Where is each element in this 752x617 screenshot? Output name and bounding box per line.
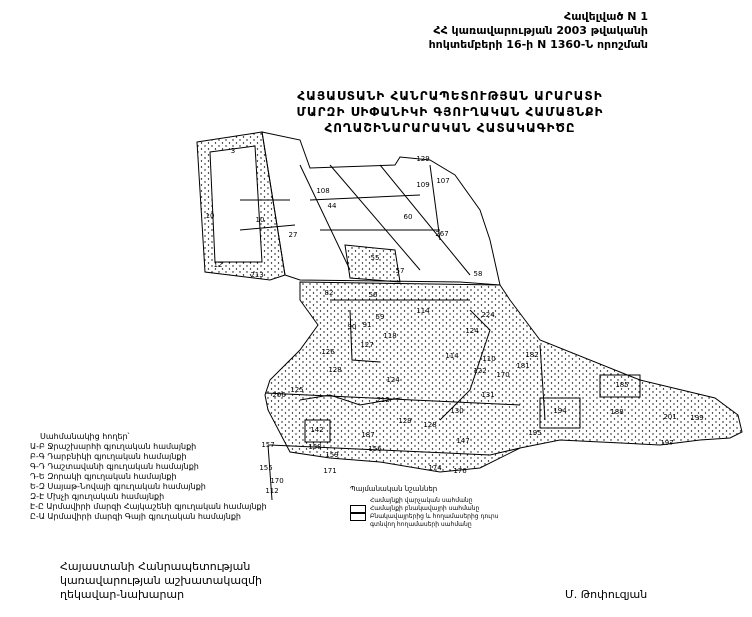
parcel-number-label: 131 [481, 391, 494, 399]
boundary-symbol [350, 513, 366, 521]
parcel-number-label: 157 [261, 441, 274, 449]
parcel-number-label: 267 [435, 230, 448, 238]
parcel-number-label: 125 [290, 386, 303, 394]
symbol-label: Բնակավայրերից և հողամասերից դուրս [370, 513, 499, 520]
legend-item: Զ-Է Մխչի գյուղական համայնքի [30, 492, 165, 501]
parcel-number-label: 27 [289, 231, 298, 239]
parcel-number-label: 194 [553, 407, 567, 415]
parcel-number-label: 224 [481, 311, 495, 319]
parcel-number-label: 82 [325, 289, 334, 297]
annex-decree: ՀՀ կառավարության 2003 թվականի [433, 24, 648, 37]
parcel-number-label: 181 [516, 362, 529, 370]
legend-heading: Սահմանակից հողեր՝ [40, 432, 130, 441]
parcel-number-label: 59 [376, 313, 385, 321]
parcel-number-label: 126 [321, 348, 335, 356]
parcel-number-label: 197 [660, 439, 673, 447]
signer-name: Մ. Թոփուզյան [565, 588, 648, 601]
legend-item: Է-Ը Արմավիրի մարզի Հայկաշենի գյուղական հ… [30, 502, 267, 511]
parcel-number-label: 124 [386, 376, 400, 384]
symbols-heading: Պայմանական նշաններ [350, 485, 438, 493]
legend-item: Գ-Դ Դաշտավանի գյուղական համայնքի [30, 462, 199, 471]
parcel-number-label: 12 [214, 261, 223, 269]
parcel-number-label: 108 [316, 187, 329, 195]
parcel-number-label: 10 [206, 212, 215, 220]
map-symbols-legend: Պայմանական նշաններ Համայնքի վարչական սահ… [350, 485, 498, 529]
parcel-number-label: 199 [690, 414, 703, 422]
parcel-number-label: 44 [328, 202, 337, 210]
parcel-number-label: 201 [663, 413, 676, 421]
title-line: ՄԱՐԶԻ ՍԻՓԱՆԻԿԻ ԳՅՈՒՂԱԿԱՆ ՀԱՄԱՅՆՔԻ [296, 105, 604, 119]
parcel-number-label: 107 [436, 177, 449, 185]
parcel-number-label: 122 [473, 367, 486, 375]
parcel-number-label: 170 [270, 477, 283, 485]
annex-date: հոկտեմբերի 16-ի N 1360-Ն որոշման [428, 38, 648, 51]
parcel-number-label: 159 [325, 451, 338, 459]
map-parcel [261, 131, 501, 286]
parcel-number-label: 60 [404, 213, 413, 221]
parcel-number-label: 155 [259, 464, 272, 472]
adjacent-lands-legend: Սահմանակից հողեր՝ Ա-Բ Ջրաշխարհի գյուղակա… [30, 432, 267, 522]
parcel-number-label: 124 [465, 327, 479, 335]
signature-block: Հայաստանի Հանրապետության կառավարության ա… [60, 560, 262, 602]
parcel-number-label: 10 [256, 216, 265, 224]
legend-item: Դ-Ե Զորակի գյուղական համայնքի [30, 472, 177, 481]
parcel-number-label: 188 [610, 408, 623, 416]
parcel-number-label: 118 [383, 332, 396, 340]
parcel-number-label: 158 [308, 443, 321, 451]
title-line: ՀԱՅԱՍՏԱՆԻ ՀԱՆՐԱՊԵՏՈՒԹՅԱՆ ԱՐԱՐԱՏԻ [297, 89, 603, 103]
symbol-label: Համայնքի բնակավայրի սահմանը [370, 505, 480, 512]
parcel-number-label: 112 [265, 487, 278, 495]
parcel-number-label: 3 [231, 147, 235, 155]
parcel-number-label: 128 [423, 421, 436, 429]
signer-title: կառավարության աշխատակազմի [60, 574, 262, 587]
parcel-number-label: 114 [445, 352, 459, 360]
parcel-number-label: 174 [428, 464, 442, 472]
parcel-number-label: 147 [456, 437, 469, 445]
parcel-number-label: 182 [525, 351, 538, 359]
parcel-number-label: 58 [474, 270, 483, 278]
parcel-number-label: 185 [615, 381, 628, 389]
parcel-number-label: 56 [369, 291, 378, 299]
parcel-number-label: 195 [528, 429, 541, 437]
boundary-symbol [350, 505, 366, 513]
annex-number: Հավելված N 1 [564, 10, 648, 23]
parcel-number-label: 171 [323, 467, 336, 475]
parcel-number-label: 129 [398, 417, 411, 425]
parcel-number-label: 109 [416, 181, 429, 189]
parcel-number-label: 55 [371, 254, 380, 262]
parcel-number-label: 110 [482, 355, 495, 363]
map-parcel [209, 145, 263, 263]
annex-header: Հավելված N 1 ՀՀ կառավարության 2003 թվակա… [429, 10, 648, 52]
symbol-label: գտնվող հողամասերի սահմանը [370, 521, 472, 528]
legend-item: Ե-Զ Սայաթ-Նովայի գյուղական համայնքի [30, 482, 206, 491]
parcel-number-label: 170 [496, 371, 509, 379]
parcel-number-label: 114 [416, 307, 430, 315]
symbol-label: Համայնքի վարչական սահմանը [370, 497, 473, 504]
legend-item: Ա-Բ Ջրաշխարհի գյուղական համայնքի [30, 442, 197, 451]
legend-item: Բ-Գ Դարբնիկի գյուղական համայնքի [30, 452, 187, 461]
parcel-number-label: 206 [272, 391, 286, 399]
parcel-number-label: 128 [328, 366, 341, 374]
parcel-number-label: 142 [310, 426, 323, 434]
signer-title: ղեկավար-նախարար [60, 588, 185, 601]
parcel-number-label: 187 [361, 431, 374, 439]
map-parcel [344, 244, 401, 283]
parcel-number-label: 213 [250, 271, 263, 279]
parcel-number-label: 90 [348, 323, 357, 331]
signer-title: Հայաստանի Հանրապետության [60, 560, 251, 573]
parcel-number-label: 57 [396, 267, 405, 275]
parcel-number-label: 156 [368, 445, 382, 453]
parcel-number-label: 176 [453, 467, 467, 475]
legend-item: Ը-Ա Արմավիրի մարզի Գայի գյուղական համայն… [30, 512, 241, 521]
title-line: ՀՈՂԱՇԻՆԱՐԱՐԱԿԱՆ ՀԱՏԱԿԱԳԻԾԸ [324, 121, 576, 135]
parcel-number-label: 127 [360, 341, 373, 349]
parcel-number-label: 130 [450, 407, 463, 415]
document-title: ՀԱՅԱՍՏԱՆԻ ՀԱՆՐԱՊԵՏՈՒԹՅԱՆ ԱՐԱՐԱՏԻ ՄԱՐԶԻ Ս… [270, 88, 630, 136]
parcel-number-label: 129 [416, 155, 429, 163]
parcel-number-label: 212 [376, 396, 389, 404]
parcel-number-label: 91 [363, 321, 372, 329]
